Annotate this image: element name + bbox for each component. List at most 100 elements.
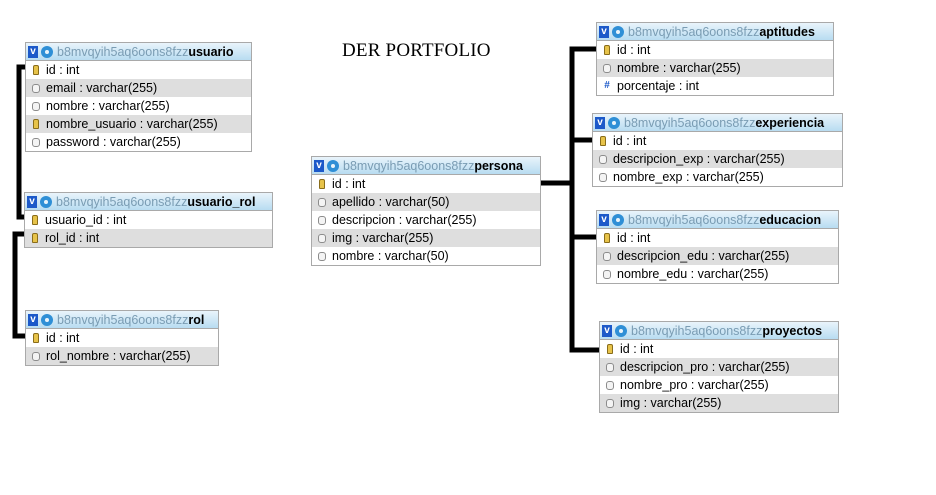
collapse-toggle-icon[interactable]: v bbox=[602, 324, 612, 337]
gear-icon[interactable] bbox=[612, 213, 624, 226]
collapse-toggle-icon[interactable]: v bbox=[599, 213, 609, 226]
table-header[interactable]: v b8mvqyih5aq6oons8fzz proyectos bbox=[600, 322, 838, 340]
field-label: nombre : varchar(255) bbox=[617, 61, 741, 75]
table-row: apellido : varchar(50) bbox=[312, 193, 540, 211]
table-aptitudes[interactable]: v b8mvqyih5aq6oons8fzz aptitudes id : in… bbox=[596, 22, 834, 96]
table-row: email : varchar(255) bbox=[26, 79, 251, 97]
table-name: rol bbox=[188, 312, 205, 327]
database-prefix: b8mvqyih5aq6oons8fzz bbox=[56, 194, 188, 209]
field-label: nombre : varchar(50) bbox=[332, 249, 449, 263]
field-label: img : varchar(255) bbox=[620, 396, 722, 410]
column-icon bbox=[316, 233, 328, 243]
collapse-toggle-icon[interactable]: v bbox=[595, 116, 605, 129]
diagram-title: DER PORTFOLIO bbox=[342, 40, 491, 61]
table-row: id : int bbox=[312, 175, 540, 193]
table-row: rol_nombre : varchar(255) bbox=[26, 347, 218, 365]
collapse-toggle-icon[interactable]: v bbox=[28, 45, 38, 58]
key-icon bbox=[597, 136, 609, 146]
column-icon bbox=[597, 154, 609, 164]
column-icon bbox=[316, 251, 328, 261]
table-row: nombre_exp : varchar(255) bbox=[593, 168, 842, 186]
gear-icon[interactable] bbox=[615, 324, 627, 337]
database-prefix: b8mvqyih5aq6oons8fzz bbox=[628, 212, 760, 227]
table-name: experiencia bbox=[755, 115, 825, 130]
field-label: password : varchar(255) bbox=[46, 135, 181, 149]
database-prefix: b8mvqyih5aq6oons8fzz bbox=[343, 158, 475, 173]
table-name: aptitudes bbox=[759, 24, 815, 39]
key-icon bbox=[601, 233, 613, 243]
table-experiencia[interactable]: v b8mvqyih5aq6oons8fzz experiencia id : … bbox=[592, 113, 843, 187]
collapse-toggle-icon[interactable]: v bbox=[314, 159, 324, 172]
table-header[interactable]: v b8mvqyih5aq6oons8fzz aptitudes bbox=[597, 23, 833, 41]
database-prefix: b8mvqyih5aq6oons8fzz bbox=[631, 323, 763, 338]
field-label: id : int bbox=[613, 134, 647, 148]
relation-persona-aptitudes bbox=[537, 46, 602, 186]
field-label: descripcion : varchar(255) bbox=[332, 213, 477, 227]
key-icon bbox=[29, 215, 41, 225]
relation-usuario-usuario-rol bbox=[16, 64, 31, 220]
field-label: descripcion_edu : varchar(255) bbox=[617, 249, 790, 263]
gear-icon[interactable] bbox=[41, 313, 53, 326]
table-row: #porcentaje : int bbox=[597, 77, 833, 95]
field-label: descripcion_exp : varchar(255) bbox=[613, 152, 785, 166]
table-header[interactable]: v b8mvqyih5aq6oons8fzz experiencia bbox=[593, 114, 842, 132]
field-label: nombre_exp : varchar(255) bbox=[613, 170, 764, 184]
table-usuario[interactable]: v b8mvqyih5aq6oons8fzz usuario id : int … bbox=[25, 42, 252, 152]
table-name: persona bbox=[474, 158, 523, 173]
table-row: id : int bbox=[600, 340, 838, 358]
field-label: nombre_usuario : varchar(255) bbox=[46, 117, 218, 131]
table-header[interactable]: v b8mvqyih5aq6oons8fzz persona bbox=[312, 157, 540, 175]
table-row: descripcion_pro : varchar(255) bbox=[600, 358, 838, 376]
column-icon bbox=[604, 380, 616, 390]
table-row: nombre_pro : varchar(255) bbox=[600, 376, 838, 394]
key-icon bbox=[30, 119, 42, 129]
table-educacion[interactable]: v b8mvqyih5aq6oons8fzz educacion id : in… bbox=[596, 210, 839, 284]
field-label: id : int bbox=[617, 43, 651, 57]
gear-icon[interactable] bbox=[327, 159, 339, 172]
gear-icon[interactable] bbox=[41, 45, 53, 58]
column-icon bbox=[604, 362, 616, 372]
column-icon bbox=[601, 251, 613, 261]
table-persona[interactable]: v b8mvqyih5aq6oons8fzz persona id : int … bbox=[311, 156, 541, 266]
table-row: img : varchar(255) bbox=[600, 394, 838, 412]
table-row: img : varchar(255) bbox=[312, 229, 540, 247]
gear-icon[interactable] bbox=[608, 116, 620, 129]
table-header[interactable]: v b8mvqyih5aq6oons8fzz usuario_rol bbox=[25, 193, 272, 211]
column-icon bbox=[30, 83, 42, 93]
database-prefix: b8mvqyih5aq6oons8fzz bbox=[57, 44, 189, 59]
table-header[interactable]: v b8mvqyih5aq6oons8fzz educacion bbox=[597, 211, 838, 229]
table-proyectos[interactable]: v b8mvqyih5aq6oons8fzz proyectos id : in… bbox=[599, 321, 839, 413]
field-label: id : int bbox=[617, 231, 651, 245]
collapse-toggle-icon[interactable]: v bbox=[27, 195, 37, 208]
key-icon bbox=[316, 179, 328, 189]
database-prefix: b8mvqyih5aq6oons8fzz bbox=[57, 312, 189, 327]
table-row: nombre_edu : varchar(255) bbox=[597, 265, 838, 283]
field-label: nombre_edu : varchar(255) bbox=[617, 267, 769, 281]
relation-persona-educacion bbox=[569, 180, 602, 240]
gear-icon[interactable] bbox=[612, 25, 624, 38]
collapse-toggle-icon[interactable]: v bbox=[599, 25, 609, 38]
table-row: nombre_usuario : varchar(255) bbox=[26, 115, 251, 133]
table-row: descripcion_exp : varchar(255) bbox=[593, 150, 842, 168]
column-icon bbox=[30, 351, 42, 361]
table-header[interactable]: v b8mvqyih5aq6oons8fzz usuario bbox=[26, 43, 251, 61]
key-icon bbox=[30, 65, 42, 75]
table-usuario-rol[interactable]: v b8mvqyih5aq6oons8fzz usuario_rol usuar… bbox=[24, 192, 273, 248]
table-header[interactable]: v b8mvqyih5aq6oons8fzz rol bbox=[26, 311, 218, 329]
field-label: nombre : varchar(255) bbox=[46, 99, 170, 113]
gear-icon[interactable] bbox=[40, 195, 52, 208]
table-row: descripcion : varchar(255) bbox=[312, 211, 540, 229]
table-row: password : varchar(255) bbox=[26, 133, 251, 151]
table-row: descripcion_edu : varchar(255) bbox=[597, 247, 838, 265]
column-icon bbox=[316, 215, 328, 225]
column-icon bbox=[601, 269, 613, 279]
key-icon bbox=[30, 333, 42, 343]
collapse-toggle-icon[interactable]: v bbox=[28, 313, 38, 326]
relation-rol-usuario-rol bbox=[12, 231, 30, 339]
table-rol[interactable]: v b8mvqyih5aq6oons8fzz rol id : int rol_… bbox=[25, 310, 219, 366]
table-row: id : int bbox=[26, 329, 218, 347]
key-icon bbox=[604, 344, 616, 354]
field-label: id : int bbox=[46, 331, 80, 345]
column-icon bbox=[604, 398, 616, 408]
table-row: nombre : varchar(255) bbox=[26, 97, 251, 115]
